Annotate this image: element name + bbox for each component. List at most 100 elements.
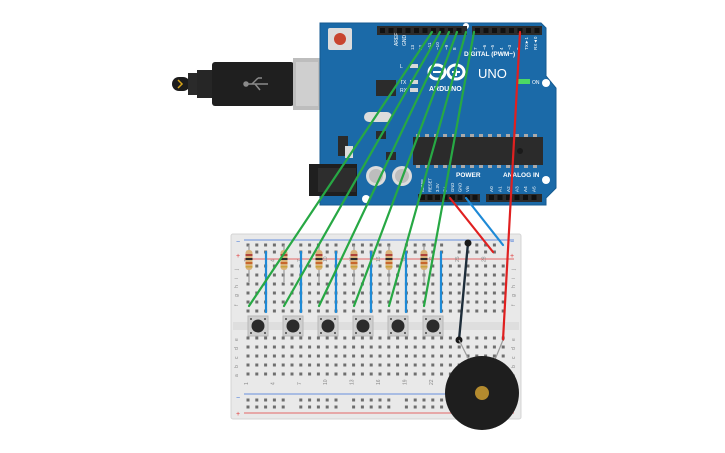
header-pin[interactable]	[465, 195, 470, 200]
rail-hole[interactable]	[325, 398, 329, 402]
header-pin[interactable]	[509, 28, 514, 33]
terminal-hole[interactable]	[369, 372, 373, 376]
terminal-hole[interactable]	[264, 372, 268, 376]
terminal-hole[interactable]	[343, 300, 347, 304]
terminal-hole[interactable]	[308, 345, 312, 349]
terminal-hole[interactable]	[378, 363, 382, 367]
terminal-hole[interactable]	[475, 345, 479, 349]
rail-hole[interactable]	[334, 405, 338, 409]
terminal-hole[interactable]	[387, 282, 391, 286]
terminal-hole[interactable]	[272, 309, 276, 313]
wire-red[interactable]	[448, 196, 495, 254]
rail-hole[interactable]	[431, 243, 435, 247]
rail-hole[interactable]	[281, 398, 285, 402]
terminal-hole[interactable]	[290, 363, 294, 367]
terminal-hole[interactable]	[413, 336, 417, 340]
terminal-hole[interactable]	[404, 363, 408, 367]
terminal-hole[interactable]	[378, 282, 382, 286]
terminal-hole[interactable]	[475, 354, 479, 358]
resistors[interactable]	[245, 245, 428, 282]
terminal-hole[interactable]	[246, 336, 250, 340]
rail-hole[interactable]	[264, 405, 268, 409]
terminal-hole[interactable]	[325, 363, 329, 367]
terminal-hole[interactable]	[334, 354, 338, 358]
terminal-hole[interactable]	[475, 300, 479, 304]
terminal-hole[interactable]	[413, 273, 417, 277]
terminal-hole[interactable]	[431, 291, 435, 295]
header-pin[interactable]	[506, 195, 511, 200]
terminal-hole[interactable]	[308, 354, 312, 358]
terminal-hole[interactable]	[404, 336, 408, 340]
terminal-hole[interactable]	[422, 336, 426, 340]
terminal-hole[interactable]	[404, 345, 408, 349]
rail-hole[interactable]	[422, 405, 426, 409]
header-pin[interactable]	[517, 28, 523, 33]
terminal-hole[interactable]	[448, 300, 452, 304]
terminal-hole[interactable]	[325, 372, 329, 376]
terminal-hole[interactable]	[457, 273, 461, 277]
rail-hole[interactable]	[378, 398, 382, 402]
terminal-hole[interactable]	[325, 354, 329, 358]
resistor[interactable]	[350, 245, 358, 282]
pushbutton[interactable]	[282, 315, 304, 337]
terminal-hole[interactable]	[352, 354, 356, 358]
rail-hole[interactable]	[255, 243, 259, 247]
rail-hole[interactable]	[475, 250, 479, 254]
terminal-hole[interactable]	[343, 309, 347, 313]
terminal-hole[interactable]	[501, 300, 505, 304]
wire-green[interactable]	[352, 30, 459, 308]
terminal-hole[interactable]	[466, 309, 470, 313]
terminal-hole[interactable]	[422, 345, 426, 349]
rail-hole[interactable]	[334, 398, 338, 402]
rail-hole[interactable]	[440, 243, 444, 247]
terminal-hole[interactable]	[272, 336, 276, 340]
terminal-hole[interactable]	[484, 309, 488, 313]
terminal-hole[interactable]	[308, 291, 312, 295]
terminal-hole[interactable]	[360, 273, 364, 277]
rail-hole[interactable]	[308, 398, 312, 402]
terminal-hole[interactable]	[290, 273, 294, 277]
terminal-hole[interactable]	[448, 345, 452, 349]
terminal-hole[interactable]	[246, 309, 250, 313]
rail-hole[interactable]	[352, 398, 356, 402]
terminal-hole[interactable]	[422, 291, 426, 295]
terminal-hole[interactable]	[360, 336, 364, 340]
terminal-hole[interactable]	[299, 363, 303, 367]
terminal-hole[interactable]	[255, 273, 259, 277]
terminal-hole[interactable]	[255, 282, 259, 286]
terminal-hole[interactable]	[387, 363, 391, 367]
resistor[interactable]	[315, 245, 323, 282]
rail-hole[interactable]	[360, 243, 364, 247]
wire-green[interactable]	[317, 30, 451, 308]
terminal-hole[interactable]	[484, 300, 488, 304]
terminal-hole[interactable]	[501, 264, 505, 268]
terminal-hole[interactable]	[352, 363, 356, 367]
terminal-hole[interactable]	[457, 309, 461, 313]
terminal-hole[interactable]	[281, 300, 285, 304]
terminal-hole[interactable]	[422, 372, 426, 376]
pushbutton-cap[interactable]	[286, 319, 300, 333]
terminal-hole[interactable]	[466, 354, 470, 358]
terminal-hole[interactable]	[431, 354, 435, 358]
terminal-hole[interactable]	[246, 354, 250, 358]
terminal-hole[interactable]	[308, 363, 312, 367]
rail-hole[interactable]	[299, 243, 303, 247]
terminal-hole[interactable]	[246, 372, 250, 376]
rail-hole[interactable]	[360, 250, 364, 254]
terminal-hole[interactable]	[272, 300, 276, 304]
terminal-hole[interactable]	[246, 273, 250, 277]
terminal-hole[interactable]	[440, 336, 444, 340]
terminal-hole[interactable]	[255, 309, 259, 313]
terminal-hole[interactable]	[281, 363, 285, 367]
terminal-hole[interactable]	[413, 345, 417, 349]
rail-hole[interactable]	[484, 243, 488, 247]
rail-hole[interactable]	[325, 405, 329, 409]
terminal-hole[interactable]	[387, 291, 391, 295]
terminal-hole[interactable]	[369, 336, 373, 340]
terminal-hole[interactable]	[457, 300, 461, 304]
header-pin[interactable]	[489, 195, 494, 200]
terminal-hole[interactable]	[413, 354, 417, 358]
terminal-hole[interactable]	[272, 273, 276, 277]
reset-button-cap[interactable]	[334, 33, 346, 45]
rail-hole[interactable]	[492, 250, 496, 254]
